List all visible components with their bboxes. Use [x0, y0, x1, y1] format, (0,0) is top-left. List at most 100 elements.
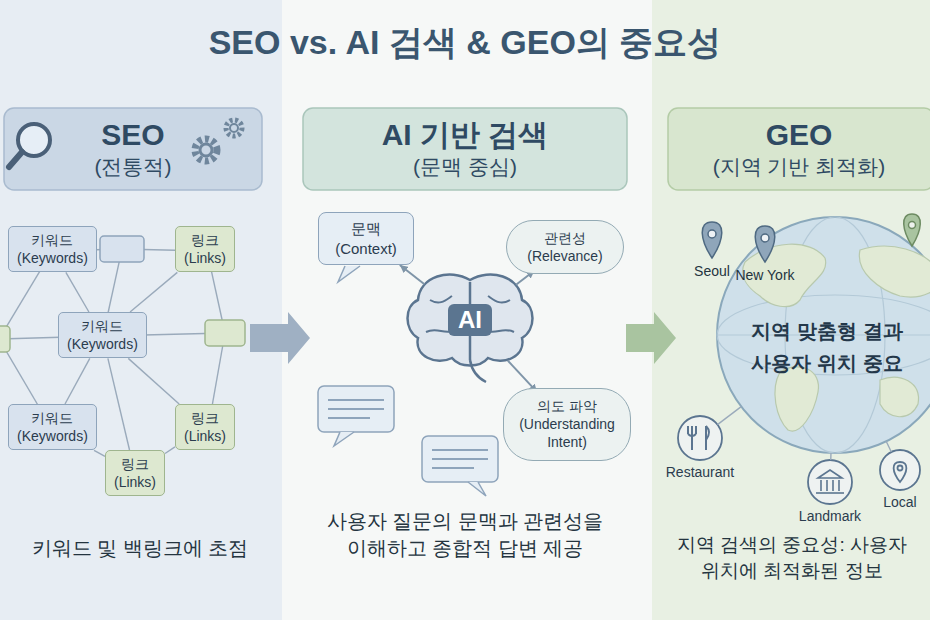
node-text: (지역 기반 최적화) — [713, 153, 886, 180]
globe-illustration — [775, 367, 819, 431]
place-icon — [688, 434, 696, 436]
panel-caption: 키워드 및 백링크에 초점 — [20, 535, 260, 562]
node-text: 지역 맞춤형 결과 사용자 위치 중요 — [732, 315, 922, 379]
place-icon — [816, 492, 844, 494]
connector — [94, 450, 105, 456]
node-text: 관련성 (Relevance) — [519, 229, 611, 265]
node-text: 키워드 (Keywords) — [67, 317, 138, 353]
node-text: (문맥 중심) — [413, 153, 517, 180]
empty-speech-bubble — [328, 399, 384, 401]
place-icon — [706, 426, 709, 440]
empty-speech-bubble — [432, 449, 488, 451]
place-icon — [838, 480, 840, 491]
node-text: Landmark — [799, 508, 861, 524]
place-icon — [880, 450, 920, 490]
node-text: 키워드 (Keywords) — [17, 231, 88, 267]
globe-illustration — [859, 246, 930, 297]
empty-mesh-box — [0, 326, 10, 352]
flow-arrow — [626, 312, 676, 364]
map-pin — [702, 222, 722, 258]
header-box: AI 기반 검색(문맥 중심) — [303, 108, 627, 190]
header-boxes — [4, 108, 930, 190]
place-icon: Landmark — [808, 460, 852, 504]
connector — [830, 453, 832, 460]
city-label: New York — [728, 266, 802, 285]
empty-speech-bubble — [422, 436, 498, 482]
place-icon — [816, 470, 844, 493]
empty-speech-bubble — [432, 467, 474, 469]
connector — [128, 358, 179, 404]
speech-bubble-tail — [338, 266, 360, 282]
node-text: AI 기반 검색 — [382, 118, 549, 153]
place-icon — [691, 426, 693, 450]
keyword-box: 키워드 (Keywords) — [8, 404, 97, 450]
place-icon — [820, 480, 822, 491]
node-text: 링크 (Links) — [184, 409, 226, 445]
header-box: GEO(지역 기반 최적화) — [668, 108, 930, 190]
place-icon: Restaurant — [678, 416, 722, 460]
map-pin — [755, 226, 775, 262]
empty-speech-bubble — [432, 458, 488, 460]
node-text: 키워드 (Keywords) — [17, 409, 88, 445]
node-text: SEO — [101, 118, 164, 153]
empty-speech-bubble — [328, 417, 370, 419]
map-pin — [761, 234, 769, 242]
map-pin — [904, 214, 921, 246]
connector — [130, 272, 177, 312]
magnifier-icon — [9, 124, 50, 167]
gear-icons — [230, 124, 238, 132]
gear-icons — [226, 120, 242, 136]
gear-icons — [200, 144, 212, 156]
node-text: (전통적) — [95, 153, 172, 180]
speech-bubble: 문맥 (Context) — [318, 212, 414, 265]
brain-illustration — [470, 360, 486, 382]
gear-icons — [195, 139, 217, 161]
map-pin — [708, 230, 716, 238]
globe-illustration — [880, 377, 918, 416]
connector — [717, 407, 741, 425]
brain-node: AI — [405, 270, 535, 370]
node-text: GEO — [766, 118, 833, 153]
header-boxes — [4, 108, 262, 190]
panel-caption: 지역 검색의 중요성: 사용자 위치에 최적화된 정보 — [656, 532, 928, 583]
connector — [886, 441, 891, 452]
node-text: Restaurant — [666, 464, 734, 480]
place-icon — [898, 466, 903, 471]
magnifier-icon — [9, 152, 22, 167]
keyword-box: 키워드 (Keywords) — [58, 312, 147, 358]
link-box: 링크 (Links) — [175, 404, 235, 450]
city-label: Seoul — [688, 262, 736, 281]
place-icon: Local — [880, 450, 920, 490]
place-icon — [832, 480, 834, 491]
connector — [400, 265, 425, 284]
place-icon — [687, 426, 689, 434]
empty-mesh-box — [100, 236, 144, 262]
diagram-title: SEO vs. AI 검색 & GEO의 중요성 — [0, 20, 930, 66]
globe-illustration — [717, 217, 930, 453]
speech-bubble-tail — [338, 266, 360, 282]
empty-speech-bubble — [328, 400, 488, 468]
node-text: AI — [448, 304, 492, 336]
node-text: 의도 파악 (Understanding Intent) — [516, 397, 618, 452]
node-text: 링크 (Links) — [184, 231, 226, 267]
place-icon — [808, 460, 852, 504]
connector — [108, 358, 130, 450]
empty-speech-bubble — [334, 432, 354, 446]
empty-speech-bubble — [468, 482, 486, 496]
header-box: SEO(전통적) — [4, 108, 262, 190]
empty-speech-bubble — [328, 408, 384, 410]
connector — [165, 447, 175, 454]
thought-cloud: 의도 파악 (Understanding Intent) — [503, 388, 631, 461]
header-boxes — [303, 108, 627, 190]
gear-icons — [195, 120, 242, 161]
header-boxes — [668, 108, 930, 190]
link-box: 링크 (Links) — [105, 450, 165, 496]
brain-illustration — [408, 274, 533, 365]
node-text: Local — [883, 494, 916, 510]
place-icon — [688, 426, 709, 450]
globe: 지역 맞춤형 결과 사용자 위치 중요 — [717, 217, 930, 453]
place-icon — [678, 416, 920, 504]
place-icon — [695, 426, 697, 434]
